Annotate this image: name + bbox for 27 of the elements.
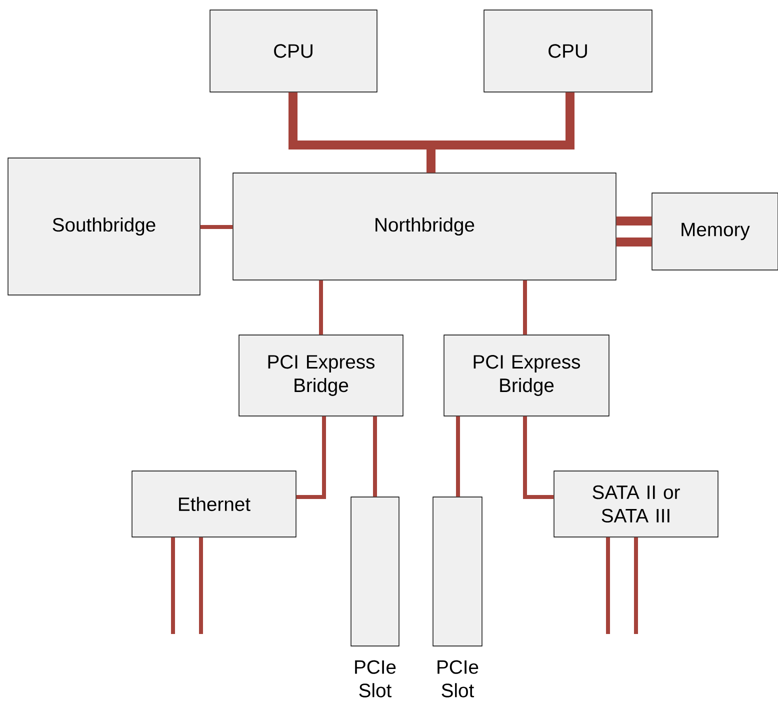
component-box: PCI Express Bridge <box>444 334 610 416</box>
component-box: CPU <box>484 10 652 92</box>
connector-line <box>523 416 554 499</box>
connector-line <box>171 537 175 634</box>
slot-box <box>350 496 400 646</box>
connector-line <box>199 537 203 634</box>
slot-label: PCIe Slot <box>438 660 478 698</box>
connector-line <box>296 416 326 499</box>
component-box: Northbridge <box>232 172 616 280</box>
connector-line <box>319 280 323 335</box>
component-box: Memory <box>652 192 778 270</box>
connector-line <box>616 238 652 246</box>
component-box: SATA II or SATA III <box>554 470 718 538</box>
connector-line <box>606 537 610 634</box>
component-box: CPU <box>210 10 378 92</box>
slot-box <box>432 496 482 646</box>
component-box: PCI Express Bridge <box>238 334 404 416</box>
connector-line <box>426 92 574 173</box>
connector-line <box>634 537 638 634</box>
connector-line <box>373 416 377 497</box>
connector-line <box>616 216 652 226</box>
connector-line <box>200 225 233 229</box>
connector-line <box>523 280 527 335</box>
component-box: Southbridge <box>8 158 200 296</box>
component-box: Ethernet <box>132 470 296 538</box>
connector-line <box>456 416 460 497</box>
slot-label: PCIe Slot <box>355 660 396 698</box>
